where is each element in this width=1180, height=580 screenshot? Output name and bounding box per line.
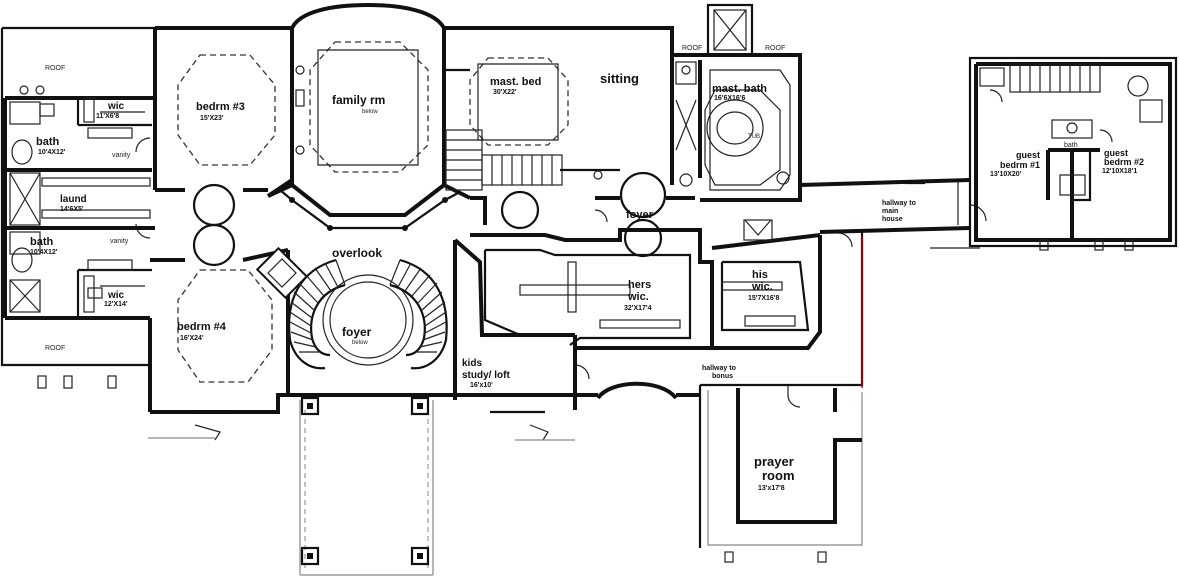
bedrm4-label: bedrm #4 — [177, 321, 227, 333]
foyer-small-label: foyer — [626, 209, 654, 221]
bedroom-wing: bedrm #3 15'X23' bedrm #4 16'X24' — [122, 26, 309, 441]
foyer-main-label: foyer — [342, 325, 372, 339]
hallway-main-line1: hallway to — [882, 200, 916, 207]
wic-lower-label: wic — [107, 290, 125, 301]
master-suite: sitting mast. bed 30'X22' foyer — [444, 26, 695, 258]
hallway-main-line3: house — [882, 216, 903, 223]
roof-label-center-right: ROOF — [765, 45, 785, 52]
family-room-note: below — [362, 109, 378, 115]
foyer-main-note: below — [352, 340, 368, 346]
overlook-label: overlook — [332, 246, 382, 260]
wic-upper-size: 11'X6'8 — [96, 113, 119, 120]
kids-label-line2: study/ loft — [462, 370, 510, 381]
vanity-upper-label: vanity — [112, 152, 131, 159]
connector-hall: hallway to main house — [799, 178, 987, 249]
wic-upper-label: wic — [107, 101, 125, 112]
bath-lower-size: 10'4X12' — [30, 249, 58, 256]
guest2-label-line2: bedrm #2 — [1104, 157, 1144, 167]
hallway-main-line2: main — [882, 208, 898, 215]
laundry-label: laund — [60, 194, 87, 205]
guest1-size: 13'10X20' — [990, 171, 1022, 178]
tub-label: TUB — [748, 134, 760, 140]
his-size: 15'7X16'8 — [748, 295, 779, 302]
hallway-prayer: hallway to bonus prayer room 13'x17'8 — [575, 232, 864, 563]
laundry-size: 14'6X5' — [60, 206, 84, 213]
guest1-label-line1: guest — [1016, 150, 1040, 160]
bedrm3-label: bedrm #3 — [196, 101, 245, 113]
hers-label-line1: hers — [628, 279, 651, 291]
guest-wing: guest bedrm #1 13'10X20' guest bedrm #2 … — [968, 56, 1178, 251]
roof-label-bottom: ROOF — [45, 345, 65, 352]
family-room: family rm below — [290, 2, 446, 217]
guest2-size: 12'10X18'1 — [1102, 168, 1137, 175]
bath-upper-label: bath — [36, 136, 60, 148]
overlook-foyer: overlook foyer below kids study/ loft 16… — [267, 183, 590, 576]
roof-label-top: ROOF — [45, 65, 65, 72]
mast-bed-size: 30'X22' — [493, 89, 517, 96]
bath-upper-size: 10'4X12' — [38, 149, 66, 156]
walk-in-closets: hers wic. 32'X17'4 his wic. 15'7X16'8 — [470, 219, 822, 350]
hallway-bonus-line1: hallway to — [702, 365, 736, 372]
wic-lower-size: 12'X14' — [104, 301, 128, 308]
left-wing: ROOF ROOF wic 11'X6'8 bath 10'4X12' vani… — [0, 26, 157, 412]
prayer-size: 13'x17'8 — [758, 485, 785, 492]
hers-label-line2: wic. — [627, 291, 649, 303]
vanity-lower-label: vanity — [110, 238, 129, 245]
roof-label-center-left: ROOF — [682, 45, 702, 52]
mast-bed-label: mast. bed — [490, 76, 541, 88]
mast-bath-size: 16'6X16'6 — [714, 95, 745, 102]
hallway-bonus-line2: bonus — [712, 373, 733, 380]
mast-bath-label: mast. bath — [712, 83, 767, 95]
guest2-label-line1: guest — [1104, 148, 1128, 158]
master-bath: ROOF ROOF mast. bath 16'6X16'6 TUB — [672, 3, 802, 202]
hers-size: 32'X17'4 — [624, 305, 652, 312]
bedrm3-size: 15'X23' — [200, 115, 224, 122]
family-room-label: family rm — [332, 93, 385, 107]
prayer-label-line1: prayer — [754, 454, 794, 469]
kids-label-line1: kids — [462, 358, 482, 369]
his-label-line1: his — [752, 269, 768, 281]
kids-size: 16'x10' — [470, 382, 493, 389]
his-label-line2: wic. — [751, 281, 773, 293]
sitting-label: sitting — [600, 71, 639, 86]
guest1-label-line2: bedrm #1 — [1000, 160, 1040, 170]
bedrm4-size: 16'X24' — [180, 335, 204, 342]
bath-lower-label: bath — [30, 236, 54, 248]
prayer-label-line2: room — [762, 468, 795, 483]
guest-bath-label: bath — [1064, 142, 1078, 149]
